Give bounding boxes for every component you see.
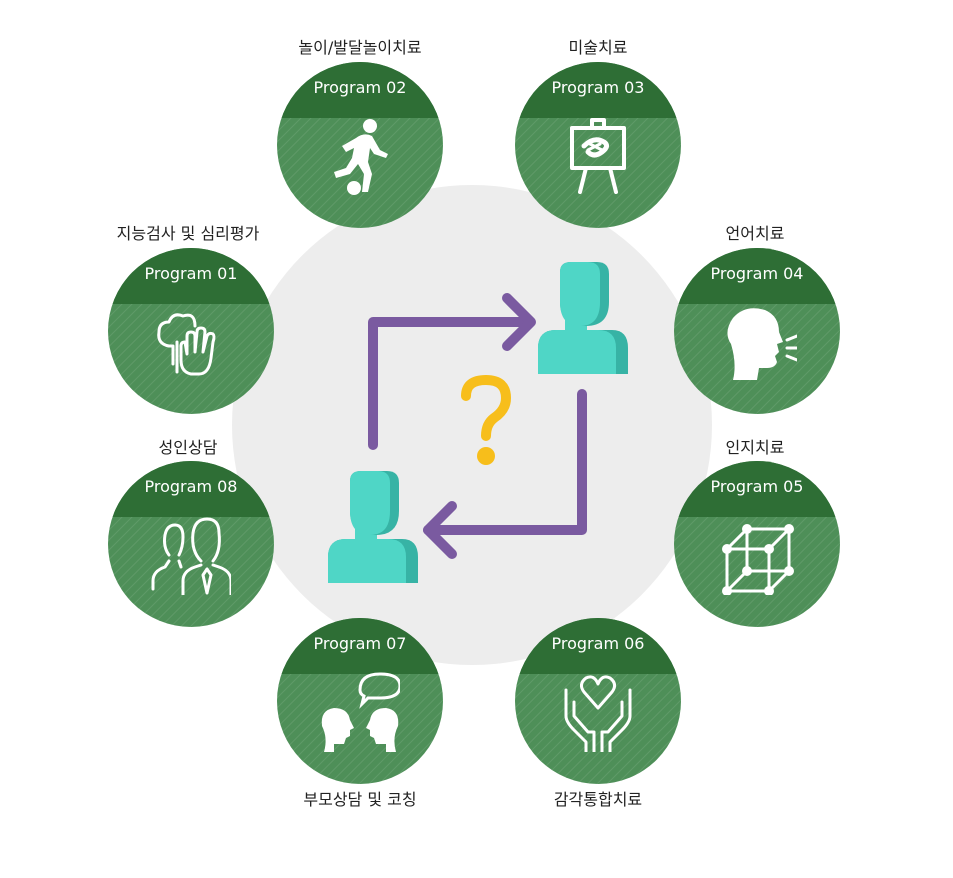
program-02-label: Program 02 <box>313 78 407 97</box>
heart-hands-icon <box>564 675 632 752</box>
easel-icon <box>570 118 626 194</box>
question-mark-icon <box>461 374 512 465</box>
program-05-caption: 인지치료 <box>725 438 785 457</box>
program-01-band: Program 01 <box>108 248 274 304</box>
two-people-icon <box>151 517 231 595</box>
program-03-circle[interactable]: Program 03 <box>515 62 681 228</box>
program-08-circle[interactable]: Program 08 <box>108 461 274 627</box>
program-02-circle[interactable]: Program 02 <box>277 62 443 228</box>
soccer-player-icon <box>334 119 388 195</box>
tree-hand-icon <box>157 313 216 376</box>
program-01-label: Program 01 <box>144 264 238 283</box>
program-08-caption: 성인상담 <box>158 438 218 457</box>
program-01-circle[interactable]: Program 01 <box>108 248 274 414</box>
program-07-circle[interactable]: Program 07 <box>277 618 443 784</box>
program-06-band: Program 06 <box>515 618 681 674</box>
program-05-label: Program 05 <box>710 477 804 496</box>
speaking-head-icon <box>727 308 797 380</box>
program-03-caption: 미술치료 <box>568 38 628 57</box>
program-04-band: Program 04 <box>674 248 840 304</box>
program-02-band: Program 02 <box>277 62 443 118</box>
cube-icon <box>722 524 794 595</box>
program-08-label: Program 08 <box>144 477 238 496</box>
arrow-right-icon <box>368 293 536 450</box>
person-icon <box>328 471 418 583</box>
program-03-band: Program 03 <box>515 62 681 118</box>
program-06-circle[interactable]: Program 06 <box>515 618 681 784</box>
center-disc <box>232 185 712 665</box>
program-07-band: Program 07 <box>277 618 443 674</box>
program-07-label: Program 07 <box>313 634 407 653</box>
person-icon <box>538 262 628 374</box>
program-04-label: Program 04 <box>710 264 804 283</box>
program-04-caption: 언어치료 <box>725 224 785 243</box>
program-04-circle[interactable]: Program 04 <box>674 248 840 414</box>
program-08-band: Program 08 <box>108 461 274 517</box>
program-01-caption: 지능검사 및 심리평가 <box>116 224 260 243</box>
program-07-caption: 부모상담 및 코칭 <box>303 790 417 809</box>
program-03-label: Program 03 <box>551 78 645 97</box>
program-05-circle[interactable]: Program 05 <box>674 461 840 627</box>
conversation-icon <box>321 672 400 752</box>
program-05-band: Program 05 <box>674 461 840 517</box>
arrow-left-icon <box>423 389 587 559</box>
program-06-label: Program 06 <box>551 634 645 653</box>
program-06-caption: 감각통합치료 <box>553 790 643 809</box>
program-02-caption: 놀이/발달놀이치료 <box>298 38 422 57</box>
